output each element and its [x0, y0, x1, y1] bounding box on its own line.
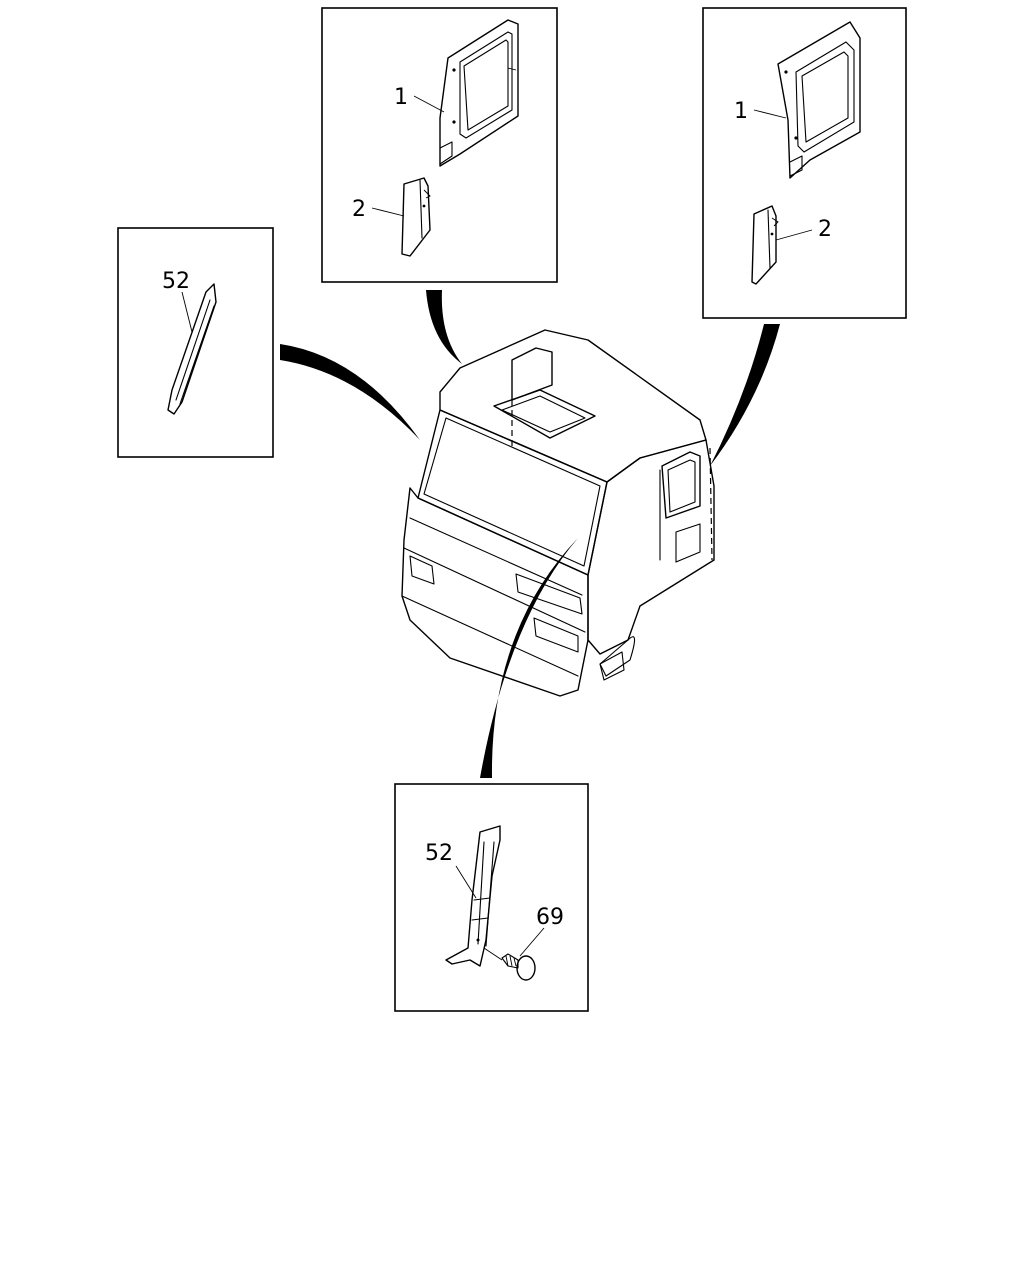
callout-2-right: 2 [818, 217, 832, 242]
detail-box-left: 52 [117, 227, 274, 458]
rear-corner-panel-1 [439, 19, 519, 167]
detail-box-bottom: 52 69 [394, 783, 589, 1012]
leader-bottom [480, 538, 578, 778]
leader-left [280, 344, 420, 440]
pillar-trim-2 [401, 177, 431, 257]
callout-52-bottom: 52 [425, 841, 453, 866]
leader-top-center [426, 290, 462, 364]
callout-2: 2 [352, 197, 366, 222]
detail-box-top-center: 1 2 [321, 7, 558, 283]
callout-1-right: 1 [734, 99, 748, 124]
screw-69 [483, 947, 536, 981]
pillar-trim-2-right [751, 205, 779, 285]
callout-1: 1 [394, 85, 408, 110]
detail-box-top-right: 1 2 [702, 7, 907, 319]
callout-69: 69 [536, 905, 564, 930]
rear-corner-panel-1-right [777, 21, 861, 179]
a-pillar-trim-52-bottom [445, 825, 501, 967]
a-pillar-trim-52 [167, 283, 217, 415]
leader-top-right [710, 324, 780, 466]
truck-cab [401, 329, 715, 697]
callout-52-left: 52 [162, 269, 190, 294]
